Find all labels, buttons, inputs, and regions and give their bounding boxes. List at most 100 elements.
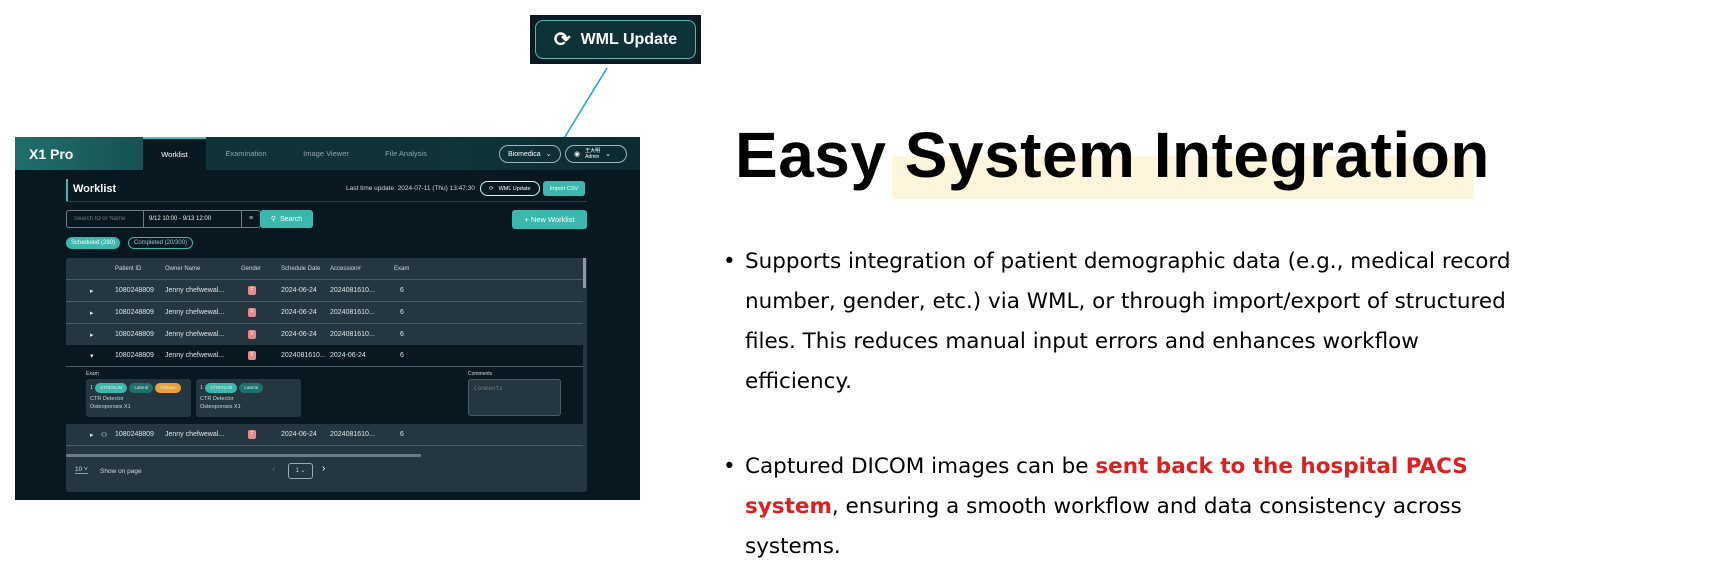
collapse-icon[interactable]: ▾ <box>90 352 94 360</box>
table-row[interactable]: ▸⚇1080248809 Jenny chefwewal... F 2024-0… <box>66 424 583 446</box>
last-update: Last time update 2024-07-11 (Thu) 13:47:… <box>346 185 475 192</box>
org-label: Biomedica <box>508 150 541 158</box>
exam-count: 6 <box>400 431 404 438</box>
table-row[interactable]: ▸1080248809 Jenny chefwewal... F 2024-06… <box>66 280 583 302</box>
gender-badge: F <box>248 308 256 317</box>
chevron-down-icon: ⌄ <box>605 151 611 158</box>
patient-id: 1080248809 <box>115 287 154 294</box>
wml-update-label: WML Update <box>498 185 531 192</box>
tab-worklist[interactable]: Worklist <box>143 137 206 170</box>
heading: Easy System Integration <box>735 118 1695 199</box>
table-row[interactable]: ▸1080248809 Jenny chefwewal... F 2024-06… <box>66 324 583 346</box>
top-bar: X1 Pro Worklist Examination Image Viewer… <box>15 137 640 170</box>
wml-update-button[interactable]: ⟳ WML Update <box>480 181 540 196</box>
filter-scheduled[interactable]: Scheduled (280) <box>66 237 121 249</box>
detector-name: CTR Detector <box>200 396 234 402</box>
col-patient-id: Patient ID <box>115 265 142 272</box>
exam-tag: Oblique <box>155 383 181 393</box>
user-name: 王大明 <box>585 148 601 154</box>
comments-input[interactable] <box>468 379 561 416</box>
exam-tag: Lateral <box>239 383 264 393</box>
expand-icon[interactable]: ▸ <box>90 309 94 317</box>
accession: 2024081610... <box>330 287 375 294</box>
worklist-table: Patient ID Owner Name Gender Schedule Da… <box>66 258 587 492</box>
accession: 2024-06-24 <box>330 352 366 359</box>
col-gender: Gender <box>241 265 262 272</box>
expand-icon[interactable]: ▸ <box>90 287 94 295</box>
gender-badge: F <box>248 286 256 295</box>
divider <box>66 201 587 202</box>
schedule-date: 2024-06-24 <box>281 331 317 338</box>
table-row[interactable]: ▸1080248809 Jenny chefwewal... F 2024-06… <box>66 302 583 324</box>
schedule-date: 2024-06-24 <box>281 287 317 294</box>
exam-count: 6 <box>400 287 404 294</box>
user-icon: ◉ <box>574 151 581 158</box>
device-name: Osteoporosis X1 <box>200 404 241 410</box>
exam-tag: STRENUM <box>205 383 238 393</box>
bullet-integration: Supports integration of patient demograp… <box>723 242 1523 402</box>
tab-file-analysis[interactable]: File Analysis <box>366 137 446 170</box>
date-range-input[interactable]: 9/12 10:00 - 9/13 12:00 <box>144 211 242 227</box>
expand-icon[interactable]: ▸ <box>90 331 94 339</box>
exam-count: 6 <box>400 331 404 338</box>
search-bar: 9/12 10:00 - 9/13 12:00 ≡ <box>66 210 261 228</box>
horizontal-scrollbar[interactable] <box>66 454 421 457</box>
refresh-icon: ⟳ <box>553 29 571 51</box>
table-row[interactable]: ▾1080248809 Jenny chefwewal... F 2024081… <box>66 345 583 367</box>
prev-page-icon[interactable]: ‹ <box>272 464 276 475</box>
vertical-scrollbar[interactable] <box>583 258 586 288</box>
device-name: Osteoporosis X1 <box>90 404 131 410</box>
col-accession: Accession# <box>330 265 361 272</box>
exam-count: 6 <box>400 309 404 316</box>
wml-update-button-zoom[interactable]: ⟳WML Update <box>535 20 696 59</box>
search-icon: ⚲ <box>270 216 276 223</box>
title-accent <box>66 179 68 201</box>
exam-tag: Lateral <box>129 383 154 393</box>
bullet-pacs: Captured DICOM images can be sent back t… <box>723 447 1523 567</box>
owner-name: Jenny chefwewal... <box>165 352 225 359</box>
gender-badge: F <box>248 430 256 439</box>
tab-examination[interactable]: Examination <box>206 137 286 170</box>
search-input[interactable] <box>67 211 144 227</box>
page-select[interactable]: 1 ⌄ <box>288 463 313 479</box>
last-update-label: Last time update <box>346 185 395 192</box>
page-title: Worklist <box>73 183 117 195</box>
comments-label: Comments <box>468 371 493 377</box>
col-schedule-date: Schedule Date <box>281 265 321 272</box>
refresh-icon: ⟳ <box>489 185 494 192</box>
filter-icon[interactable]: ≡ <box>248 215 254 222</box>
filter-completed[interactable]: Completed (20/300) <box>128 237 194 249</box>
page-size-select[interactable]: 10 ˅ <box>75 466 88 474</box>
exam-label: Exam <box>86 371 99 377</box>
next-page-icon[interactable]: › <box>322 463 326 474</box>
expand-icon[interactable]: ▸ <box>90 431 94 439</box>
bullet2-emphasis: sent back to the hospital PACS system <box>745 454 1468 519</box>
owner-name: Jenny chefwewal... <box>165 431 225 438</box>
accession: 2024081610... <box>330 431 375 438</box>
show-on-page-label: Show on page <box>100 468 142 475</box>
new-worklist-button[interactable]: + New Worklist <box>512 210 587 229</box>
table-header: Patient ID Owner Name Gender Schedule Da… <box>66 258 583 280</box>
owner-name: Jenny chefwewal... <box>165 309 225 316</box>
page-number: 1 <box>295 468 299 474</box>
description-panel: Easy System Integration Supports integra… <box>723 118 1695 567</box>
last-update-value: 2024-07-11 (Thu) 13:47:30 <box>397 185 475 192</box>
heading-text: Easy System Integration <box>735 119 1490 191</box>
exam-number: 1 <box>200 385 204 391</box>
wml-callout: ⟳WML Update <box>530 15 701 64</box>
owner-name: Jenny chefwewal... <box>165 331 225 338</box>
accession: 2024081610... <box>330 309 375 316</box>
page-size-value: 10 <box>75 466 83 473</box>
col-owner-name: Owner Name <box>165 265 201 272</box>
patient-id: 1080248809 <box>115 331 154 338</box>
tab-image-viewer[interactable]: Image Viewer <box>286 137 366 170</box>
import-csv-button[interactable]: Import CSV <box>543 181 585 196</box>
detector-name: CTR Detector <box>90 396 124 402</box>
search-button[interactable]: ⚲Search <box>260 210 313 228</box>
user-role: Admin <box>585 154 600 160</box>
org-select[interactable]: Biomedica⌄ <box>499 145 561 163</box>
